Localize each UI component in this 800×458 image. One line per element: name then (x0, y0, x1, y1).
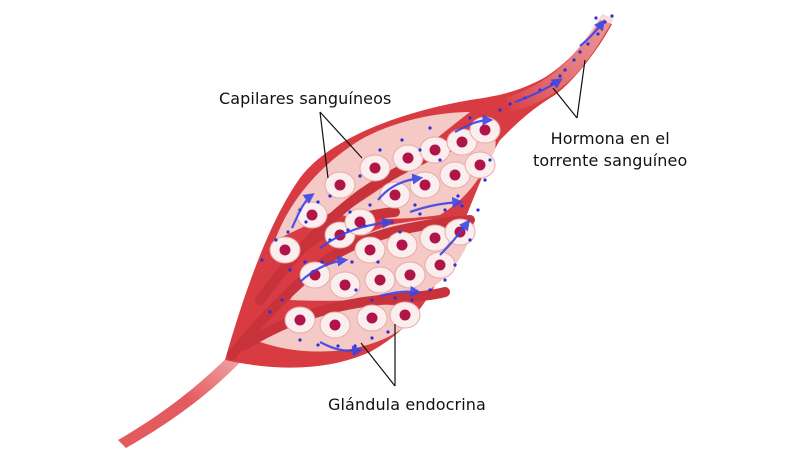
hormone-dot (428, 126, 432, 130)
hormone-dot (418, 148, 422, 152)
hormone-dot (596, 32, 600, 36)
cell-nucleus (419, 179, 431, 191)
cell-nucleus (329, 319, 341, 331)
hormone-dot (443, 278, 447, 282)
hormone-dot (280, 298, 284, 302)
outgoing-vessel (505, 14, 614, 112)
hormone-dot (438, 158, 442, 162)
label-gland: Glándula endocrina (328, 395, 486, 414)
hormone-dot (428, 288, 432, 292)
hormone-dot (358, 174, 362, 178)
gland-leader (360, 324, 396, 387)
hormone-dot (350, 260, 354, 264)
hormone-dot (386, 330, 390, 334)
hormone-dot (508, 102, 512, 106)
hormone-dot (453, 263, 457, 267)
hormone-dot (316, 200, 320, 204)
hormone-dot (286, 230, 290, 234)
hormone-dot (610, 14, 614, 18)
hormone-dot (354, 288, 358, 292)
hormone-dot (603, 20, 607, 24)
hormone-dot (288, 268, 292, 272)
hormone-dot (370, 298, 374, 302)
hormone-dot (316, 343, 320, 347)
cell-nucleus (479, 124, 491, 136)
hormone-dot (353, 344, 357, 348)
cell-nucleus (456, 136, 468, 148)
hormone-dot (260, 258, 264, 262)
capillaries-leader (319, 111, 363, 179)
cell-nucleus (402, 152, 414, 164)
hormone-dot (460, 204, 464, 208)
cell-nucleus (339, 279, 351, 291)
cell-nucleus (279, 244, 291, 256)
hormone-dot (303, 260, 307, 264)
hormone-dot (418, 212, 422, 216)
hormone-dot (476, 208, 480, 212)
hormone-dot (498, 108, 502, 112)
hormone-dot (468, 116, 472, 120)
hormone-dot (390, 220, 394, 224)
hormone-dot (328, 194, 332, 198)
hormone-dot (268, 310, 272, 314)
hormone-dot (468, 238, 472, 242)
hormone-dot (376, 260, 380, 264)
cell-nucleus (369, 162, 381, 174)
hormone-flow-arrows (290, 19, 605, 357)
incoming-vessel-tail (118, 345, 250, 448)
label-hormone: Hormona en el torrente sanguíneo (533, 128, 687, 172)
hormone-dot (563, 68, 567, 72)
cell-nucleus (474, 159, 486, 171)
cell-nucleus (449, 169, 461, 181)
hormone-dot (348, 210, 352, 214)
cell-nucleus (306, 209, 318, 221)
cell-nucleus (396, 239, 408, 251)
hormone-dot (298, 338, 302, 342)
hormone-dot (572, 58, 576, 62)
cell-nucleus (389, 189, 401, 201)
hormone-leader (552, 59, 586, 119)
label-hormone-line2: torrente sanguíneo (533, 151, 688, 170)
cell-nucleus (366, 312, 378, 324)
hormone-dot (413, 203, 417, 207)
hormone-dot (274, 238, 278, 242)
hormone-dot (336, 344, 340, 348)
hormone-dot (558, 74, 562, 78)
hormone-dot (320, 260, 324, 264)
hormone-dot (370, 336, 374, 340)
cell-nucleus (294, 314, 306, 326)
hormone-dot (378, 148, 382, 152)
cell-nucleus (334, 179, 346, 191)
label-capillaries: Capilares sanguíneos (219, 89, 392, 108)
hormone-dot (368, 203, 372, 207)
hormone-dot (398, 230, 402, 234)
hormone-dot (393, 296, 397, 300)
hormone-dot (400, 138, 404, 142)
hormone-dot (410, 298, 414, 302)
cell-nucleus (429, 144, 441, 156)
cell-nucleus (354, 216, 366, 228)
hormone-dot (443, 208, 447, 212)
hormone-dot (456, 194, 460, 198)
cell-nucleus (434, 259, 446, 271)
hormone-dot (586, 42, 590, 46)
hormone-dot (483, 178, 487, 182)
label-hormone-line1: Hormona en el (550, 129, 670, 148)
cell-nucleus (429, 232, 441, 244)
hormone-dot (488, 158, 492, 162)
cell-nucleus (364, 244, 376, 256)
cell-nucleus (399, 309, 411, 321)
cell-nucleus (404, 269, 416, 281)
hormone-dot (594, 16, 598, 20)
leader-lines (319, 59, 586, 387)
hormone-dot (304, 220, 308, 224)
cell-nucleus (374, 274, 386, 286)
hormone-dot (578, 50, 582, 54)
